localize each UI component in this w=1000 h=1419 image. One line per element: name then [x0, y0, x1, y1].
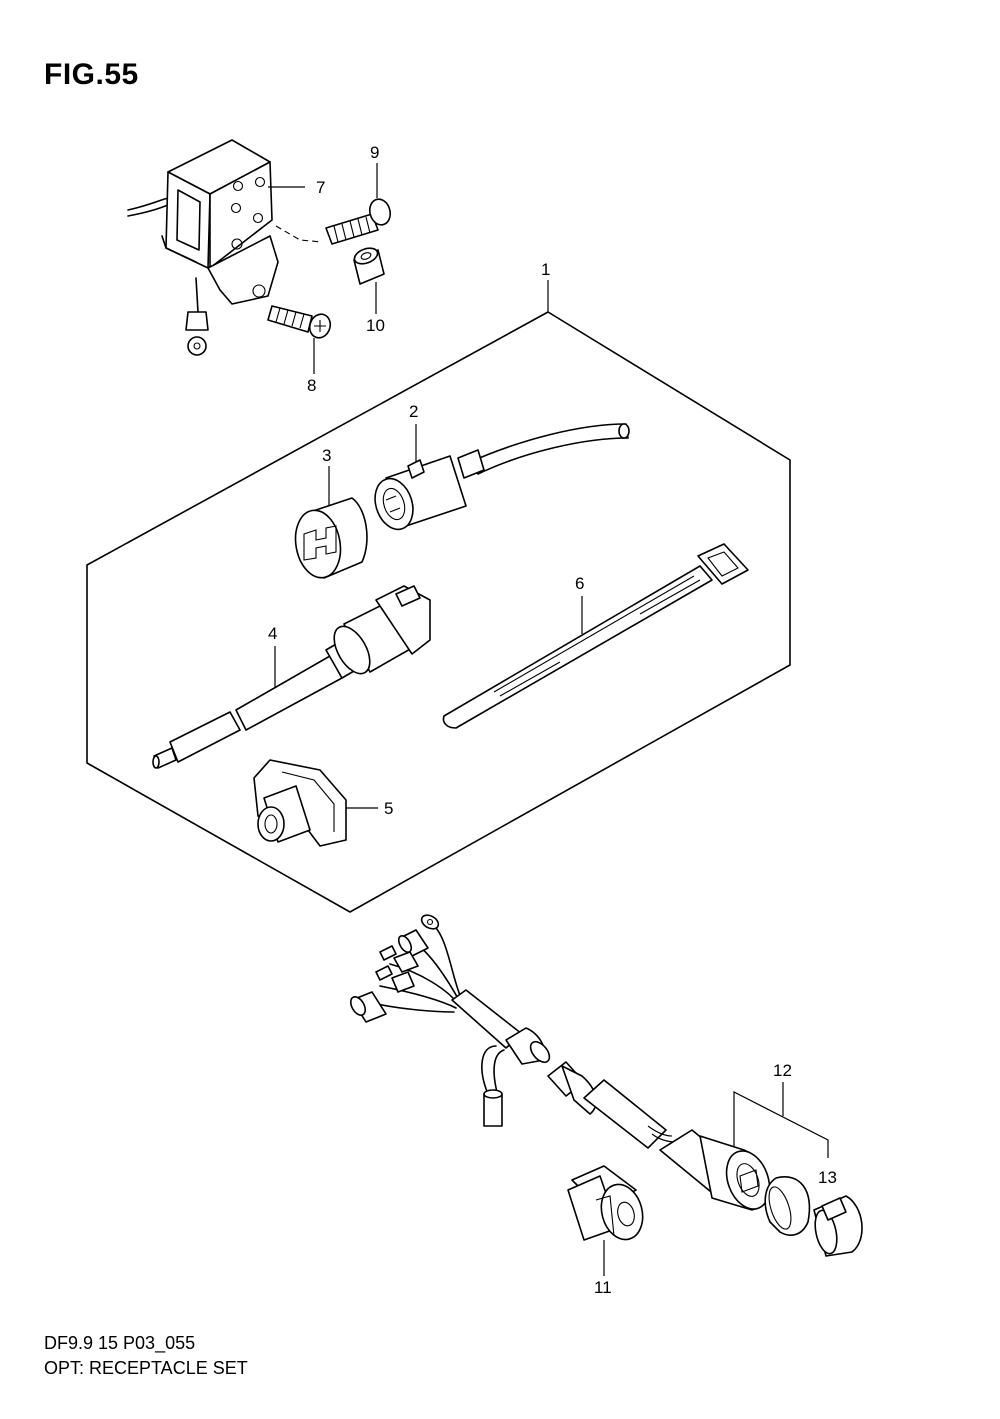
callout-4: 4 — [268, 624, 277, 643]
bracket-part — [127, 139, 279, 356]
callout-12: 12 — [773, 1061, 792, 1080]
callout-5: 5 — [384, 799, 393, 818]
cable-tie-part-6 — [442, 543, 749, 729]
collar-part-10 — [353, 247, 385, 285]
diagram-code: DF9.9 15 P03_055 — [44, 1333, 196, 1353]
callout-6: 6 — [575, 574, 584, 593]
nut-part-11 — [567, 1165, 644, 1241]
grommet-part-5 — [253, 759, 347, 847]
cap-part-13 — [764, 1176, 863, 1257]
kit-outline — [86, 311, 791, 913]
callout-9: 9 — [370, 143, 379, 162]
callout-2: 2 — [409, 402, 418, 421]
bolt-part-9 — [325, 198, 392, 245]
callout-1: 1 — [541, 260, 550, 279]
diagram-description: OPT: RECEPTACLE SET — [44, 1358, 248, 1378]
callout-8: 8 — [307, 376, 316, 395]
figure-title: FIG.55 — [44, 58, 139, 91]
callout-11: 11 — [594, 1278, 612, 1297]
callout-10: 10 — [366, 316, 385, 335]
screw-part-8 — [267, 305, 332, 339]
cap-part-3 — [294, 497, 368, 579]
cable-connector-part-4 — [152, 585, 431, 769]
harness-part-12 — [349, 914, 771, 1211]
callout-13: 13 — [818, 1168, 837, 1187]
callout-3: 3 — [322, 446, 331, 465]
connector-part-2 — [374, 423, 630, 531]
callout-7: 7 — [316, 178, 325, 197]
